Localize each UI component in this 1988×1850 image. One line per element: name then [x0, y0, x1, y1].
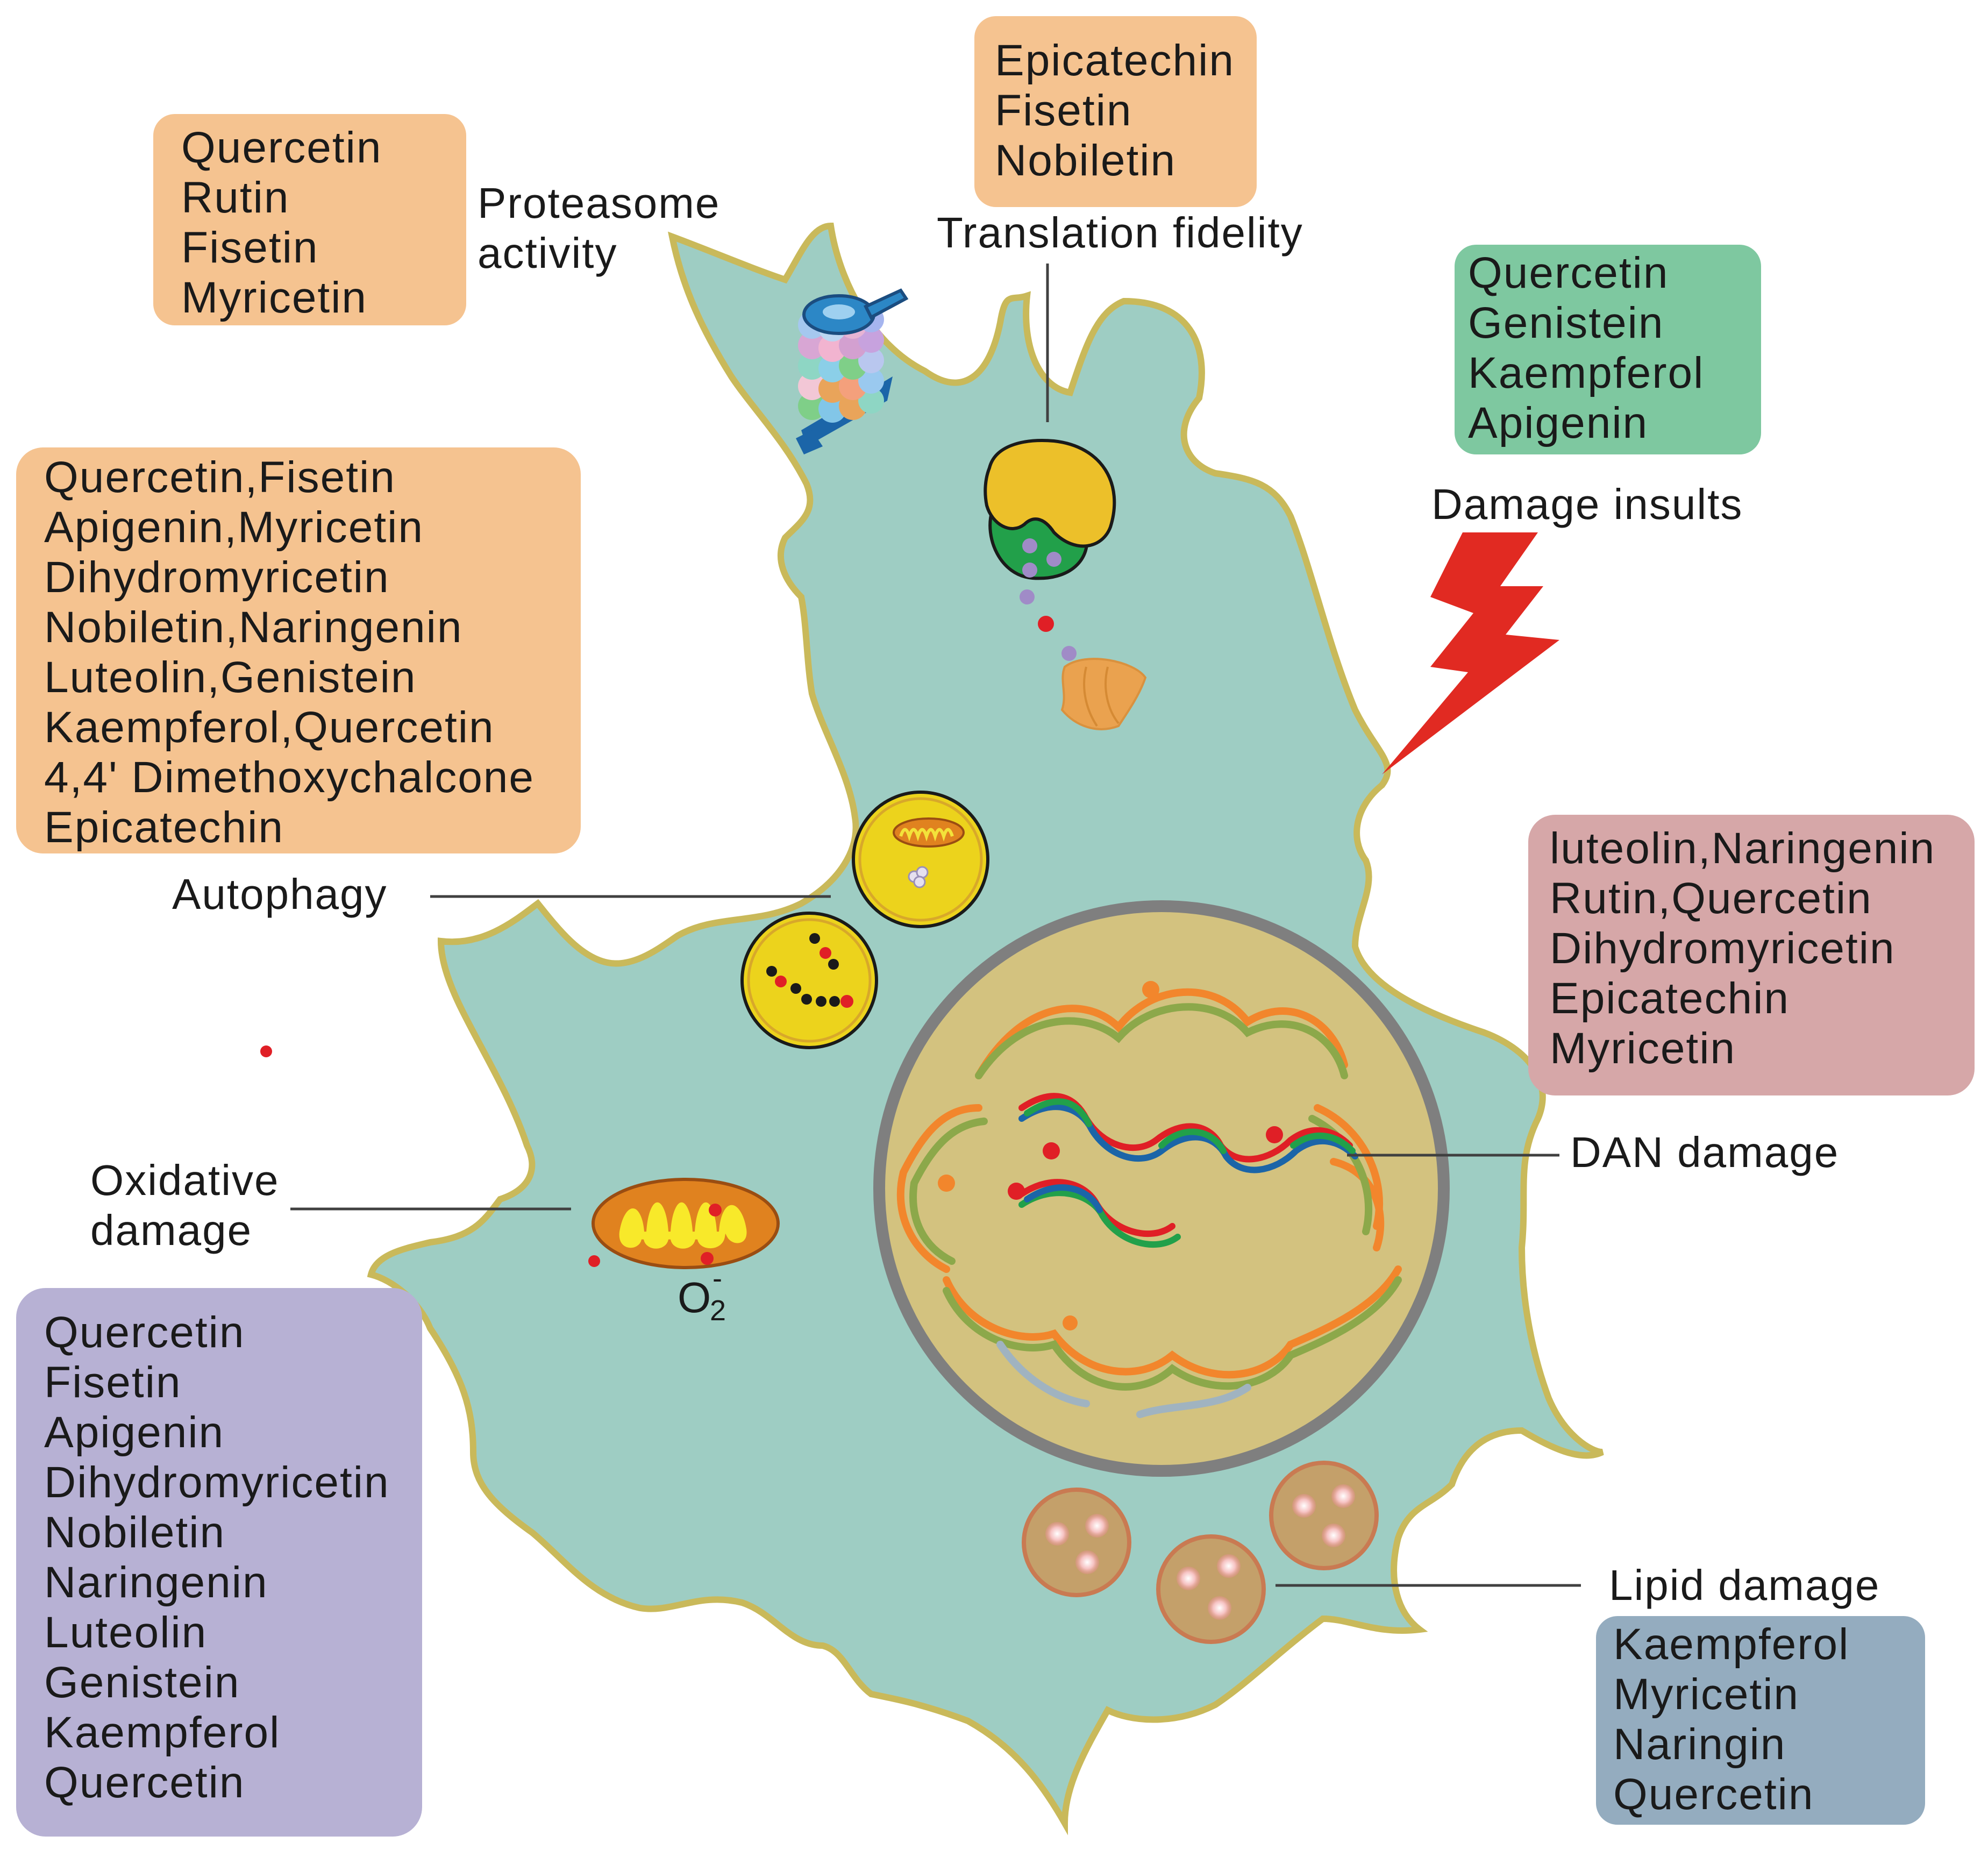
- compound-name: Quercetin: [1613, 1770, 1814, 1819]
- compound-name: Apigenin: [1468, 399, 1648, 447]
- compound-name: Quercetin: [44, 1308, 245, 1357]
- translation-fidelity-label: Translation fidelity: [937, 209, 1303, 257]
- damage-insults-label: Damage insults: [1431, 480, 1743, 528]
- compound-name: Quercetin: [181, 123, 382, 172]
- superoxide-superscript: -: [712, 1262, 723, 1294]
- oxidative-damage-label-2: damage: [90, 1206, 252, 1254]
- compound-name: Epicatechin: [1550, 974, 1790, 1023]
- compound-name: Nobiletin,Naringenin: [44, 603, 462, 652]
- compound-name: Fisetin: [995, 86, 1132, 135]
- compound-name: Quercetin,Fisetin: [44, 453, 396, 502]
- oxidative-compound-box: Quercetin Fisetin Apigenin Dihydromyrice…: [16, 1288, 422, 1837]
- superoxide-subscript: 2: [710, 1294, 727, 1327]
- compound-name: 4,4' Dimethoxychalcone: [44, 753, 535, 802]
- lipid-droplet-icon: [1022, 1461, 1379, 1644]
- proteasome-activity-label: Proteasome: [478, 179, 720, 227]
- compound-name: Genistein: [44, 1658, 240, 1707]
- compound-name: Fisetin: [181, 223, 319, 272]
- compound-name: Myricetin: [1550, 1024, 1736, 1073]
- compound-name: Dihydromyricetin: [44, 1458, 390, 1507]
- compound-name: Myricetin: [181, 273, 367, 322]
- compound-name: Dihydromyricetin: [44, 553, 390, 602]
- autophagosome-icon: [740, 791, 989, 1049]
- lipid-damage-label: Lipid damage: [1609, 1561, 1880, 1609]
- compound-name: Genistein: [1468, 298, 1664, 347]
- compound-name: Myricetin: [1613, 1670, 1799, 1719]
- ribosome-icon: [984, 439, 1147, 730]
- nucleus-icon: [873, 900, 1450, 1477]
- compound-name: Rutin,Quercetin: [1550, 874, 1872, 923]
- ros-dot: [260, 1045, 272, 1057]
- compound-name: Luteolin,Genistein: [44, 653, 416, 702]
- dna-compound-box: luteolin,Naringenin Rutin,Quercetin Dihy…: [1528, 815, 1975, 1095]
- compound-name: Naringin: [1613, 1720, 1786, 1769]
- compound-name: Apigenin,Myricetin: [44, 503, 424, 552]
- proteasome-activity-label-2: activity: [478, 229, 618, 277]
- compound-name: luteolin,Naringenin: [1550, 824, 1935, 873]
- compound-name: Apigenin: [44, 1408, 224, 1457]
- lightning-icon: [1382, 532, 1559, 774]
- compound-name: Nobiletin: [995, 136, 1176, 185]
- compound-name: Rutin: [181, 173, 289, 222]
- compound-name: Quercetin: [44, 1758, 245, 1807]
- proteasome-icon: [796, 288, 909, 454]
- compound-name: Luteolin: [44, 1608, 207, 1657]
- compound-name: Naringenin: [44, 1558, 268, 1607]
- proteasome-compound-box: Quercetin Rutin Fisetin Myricetin: [153, 114, 466, 325]
- superoxide-label: O: [678, 1273, 712, 1321]
- compound-name: Epicatechin: [995, 36, 1235, 85]
- compound-name: Nobiletin: [44, 1508, 225, 1557]
- mitochondrion-icon: [592, 1178, 780, 1269]
- compound-name: Kaempferol: [1468, 348, 1704, 397]
- autophagy-compound-box: Quercetin,Fisetin Apigenin,Myricetin Dih…: [16, 447, 581, 853]
- compound-name: Epicatechin: [44, 803, 284, 852]
- compound-name: Kaempferol: [44, 1708, 280, 1757]
- damage-compound-box: Quercetin Genistein Kaempferol Apigenin: [1455, 245, 1761, 454]
- dna-helix-icon: [1018, 1093, 1358, 1248]
- lipid-compound-box: Kaempferol Myricetin Naringin Quercetin: [1596, 1616, 1925, 1825]
- compound-name: Kaempferol,Quercetin: [44, 703, 495, 752]
- oxidative-damage-label: Oxidative: [90, 1156, 279, 1204]
- ros-dot: [588, 1255, 600, 1267]
- autophagy-label: Autophagy: [172, 870, 388, 918]
- compound-name: Dihydromyricetin: [1550, 924, 1896, 973]
- dna-damage-label: DAN damage: [1570, 1128, 1839, 1176]
- translation-compound-box: Epicatechin Fisetin Nobiletin: [974, 16, 1257, 207]
- compound-name: Quercetin: [1468, 248, 1669, 297]
- compound-name: Kaempferol: [1613, 1620, 1849, 1669]
- compound-name: Fisetin: [44, 1358, 182, 1407]
